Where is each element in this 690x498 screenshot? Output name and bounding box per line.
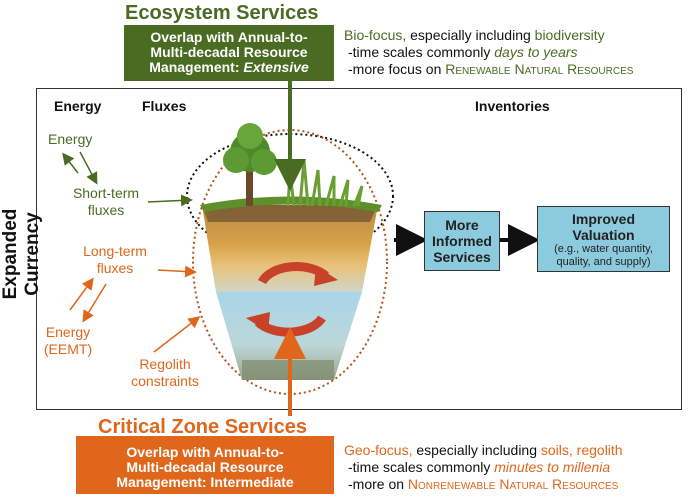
improved-line-1: Improved xyxy=(571,211,635,227)
cz-focus-line: Geo-focus, especially including soils, r… xyxy=(344,442,623,459)
critical-zone-services-title: Critical Zone Services xyxy=(98,416,307,438)
cz-focus-key: soils, regolith xyxy=(540,442,623,458)
energy-eemt-line-1: Energy xyxy=(45,324,91,340)
eco-time-line: -time scales commonly days to years xyxy=(348,44,578,61)
eco-more-line: -more focus on Renewable Natural Resourc… xyxy=(348,61,633,78)
energy-arrow-up xyxy=(62,152,79,174)
long-term-arrow xyxy=(157,265,197,278)
ecosystem-overlap-box: Overlap with Annual-to- Multi-decadal Re… xyxy=(124,25,334,81)
cz-more-line: -more on Nonrenewable Natural Resources xyxy=(348,476,618,493)
improved-line-2: Valuation xyxy=(572,227,635,243)
eco-box-line-3-prefix: Management: xyxy=(149,59,244,75)
soil-block-illustration xyxy=(200,123,382,380)
short-term-line-2: fluxes xyxy=(87,202,125,218)
energy-eemt-line-2: (EEMT) xyxy=(43,341,93,357)
energy-column-header: Energy xyxy=(54,98,102,114)
inventories-column-header: Inventories xyxy=(475,98,550,114)
short-term-fluxes-label: Short-term fluxes xyxy=(66,185,146,219)
cz-box-line-1: Overlap with Annual-to- xyxy=(126,444,284,460)
eco-time-value: days to years xyxy=(494,44,578,60)
cz-more-prefix: -more on xyxy=(348,476,408,492)
ecosystem-services-title: Ecosystem Services xyxy=(125,2,319,24)
eco-focus-mid: especially including xyxy=(406,27,535,43)
eco-more-value: Renewable Natural Resources xyxy=(445,61,634,77)
energy-arrow-down xyxy=(79,151,98,185)
more-informed-line-1: More xyxy=(445,217,479,233)
eco-box-line-3: Management: Extensive xyxy=(124,60,334,75)
long-term-line-1: Long-term xyxy=(83,243,147,259)
more-informed-line-2: Informed xyxy=(432,233,492,249)
long-term-line-2: fluxes xyxy=(96,260,134,276)
eco-focus-key: biodiversity xyxy=(534,27,605,43)
eco-box-line-1: Overlap with Annual-to- xyxy=(150,29,308,45)
long-term-fluxes-label: Long-term fluxes xyxy=(75,243,155,277)
eco-time-prefix: -time scales commonly xyxy=(348,44,495,60)
critical-zone-overlap-box: Overlap with Annual-to- Multi-decadal Re… xyxy=(76,436,334,494)
cz-time-prefix: -time scales commonly xyxy=(348,459,495,475)
fluxes-column-header: Fluxes xyxy=(142,98,187,114)
improved-valuation-box: Improved Valuation (e.g., water quantity… xyxy=(537,206,670,272)
eemt-arrow-up xyxy=(69,277,94,311)
cz-more-value: Nonrenewable Natural Resources xyxy=(407,476,619,492)
circulation-arrowhead-top xyxy=(314,266,338,286)
cz-focus-mid: especially including xyxy=(412,442,541,458)
cz-box-line-2: Multi-decadal Resource xyxy=(126,459,284,475)
regolith-constraints-label: Regolith constraints xyxy=(120,356,210,390)
eemt-arrow-down xyxy=(82,283,107,323)
cz-time-line: -time scales commonly minutes to milleni… xyxy=(348,459,610,476)
circulation-arrowhead-bottom xyxy=(246,312,270,332)
short-term-line-1: Short-term xyxy=(72,185,140,201)
energy-eemt-label: Energy (EEMT) xyxy=(38,324,98,358)
eco-focus-prefix: Bio-focus, xyxy=(344,27,407,43)
regolith-arrow xyxy=(153,316,201,353)
regolith-line-1: Regolith xyxy=(139,356,191,372)
improved-line-3: (e.g., water quantity, xyxy=(554,243,653,255)
more-informed-line-3: Services xyxy=(433,249,491,265)
short-term-arrow xyxy=(147,194,193,207)
improved-line-4: quality, and supply) xyxy=(556,256,651,268)
cz-box-line-3: Management: Intermediate xyxy=(116,474,294,490)
cz-focus-prefix: Geo-focus, xyxy=(344,442,413,458)
eco-more-prefix: -more focus on xyxy=(348,61,446,77)
eco-box-line-2: Multi-decadal Resource xyxy=(150,44,308,60)
regolith-line-2: constraints xyxy=(131,373,199,389)
energy-top-label: Energy xyxy=(48,131,93,147)
cz-time-value: minutes to millenia xyxy=(494,459,611,475)
eco-box-line-3-emph: Extensive xyxy=(243,59,309,75)
more-informed-services-box: More Informed Services xyxy=(424,211,500,271)
eco-focus-line: Bio-focus, especially including biodiver… xyxy=(344,27,605,44)
